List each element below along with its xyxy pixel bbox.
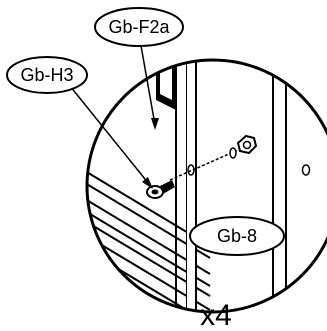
bolt-path — [169, 149, 239, 181]
leader-arrow-left — [142, 177, 153, 189]
upright-left-panel — [187, 60, 196, 312]
leader-arrow-top — [151, 118, 159, 130]
nut — [236, 134, 258, 155]
quantity-label: x4 — [200, 299, 232, 331]
leader-line-left — [69, 85, 150, 185]
bolt — [146, 180, 175, 199]
callout-bottom: Gb-8 — [189, 216, 285, 256]
callout-top-label: Gb-F2a — [108, 17, 170, 37]
detail-circle — [85, 58, 327, 314]
callout-bottom-label: Gb-8 — [217, 226, 257, 246]
callout-left-label: Gb-H3 — [20, 65, 73, 85]
callout-top: Gb-F2a — [94, 7, 184, 47]
callout-left: Gb-H3 — [6, 56, 88, 94]
washer — [229, 147, 237, 159]
leader-line-top — [139, 39, 156, 126]
detail-view — [87, 60, 311, 312]
board-hole — [301, 164, 311, 176]
frame-block-inner — [160, 64, 172, 100]
